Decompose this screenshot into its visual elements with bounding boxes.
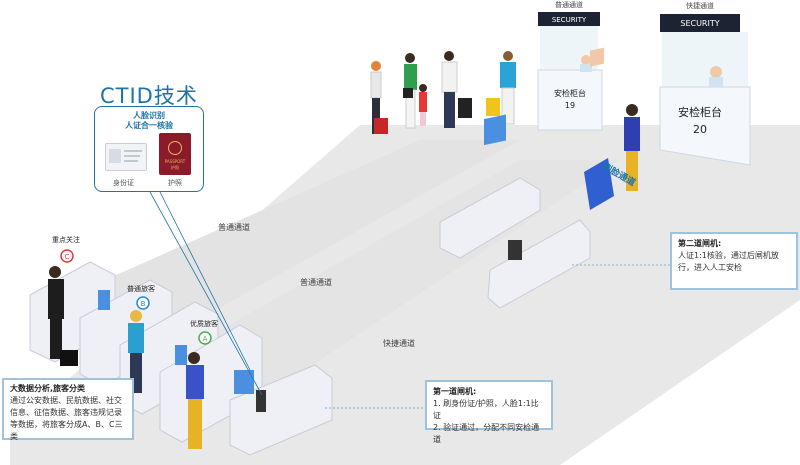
passport-word: PASSPORT <box>164 159 186 164</box>
ctid-card: 人脸识别 人证合一核验 PASSPORT 护照 身份证 护照 <box>94 106 204 192</box>
gate1-info-box: 第一道闸机: 1. 刷身份证/护照，人脸1:1比证 2. 验证通过，分配不同安检… <box>425 380 553 444</box>
gate2-title: 第二道闸机: <box>678 239 722 248</box>
bigdata-body: 通过公安数据、民航数据、社交信息、征信数据、旅客违规记录等数据，将旅客分成A、B… <box>10 396 123 441</box>
gate2-info-box: 第二道闸机: 人证1:1核验，通过后闸机放行，进入人工安检 <box>670 232 798 290</box>
passport-sub: 护照 <box>171 165 179 170</box>
ctid-line-2: 人证合一核验 <box>125 121 173 130</box>
tag-key-label: 重点关注 <box>52 235 80 244</box>
counter-19-name: 安检柜台 <box>554 88 586 98</box>
counter-20-name: 安检柜台 <box>678 105 722 119</box>
tag-normal-label: 普通旅客 <box>127 284 155 293</box>
counter-19-number: 19 <box>565 101 575 110</box>
lane-label-normal-1: 普通通道 <box>218 222 250 232</box>
gate1-line-2: 2. 验证通过，分配不同安检通道 <box>433 423 540 444</box>
passenger-queue <box>370 51 516 134</box>
passenger-vip <box>186 352 204 449</box>
security-counter-19: SECURITY 安检柜台 19 <box>537 12 603 131</box>
ctid-callout-line-2 <box>159 191 251 371</box>
tag-key-badge: C <box>65 253 70 261</box>
gate1-line-1: 1. 刷身份证/护照，人脸1:1比证 <box>433 399 539 420</box>
first-gate-row <box>29 261 333 456</box>
lane-label-normal-2: 普通通道 <box>300 277 332 287</box>
passport-icon: PASSPORT 护照 <box>159 133 191 175</box>
passport-label: 护照 <box>168 179 182 187</box>
tag-normal-badge-circle <box>136 296 150 310</box>
tag-vip-label: 优质旅客 <box>190 319 218 328</box>
security-counter-20: SECURITY 安检柜台 20 <box>659 14 751 166</box>
gate1-title: 第一道闸机: <box>433 387 477 396</box>
passenger-key-attention <box>48 266 78 366</box>
floor-lane-stripe <box>60 140 520 330</box>
counter-20-number: 20 <box>693 123 707 136</box>
counter-20-security-label: SECURITY <box>680 19 719 28</box>
gate2-body: 人证1:1核验，通过后闸机放行，进入人工安检 <box>678 251 779 272</box>
passenger-walking-fast-lane <box>624 104 640 191</box>
tag-normal-badge: B <box>141 300 146 308</box>
id-card-label: 身份证 <box>113 179 134 187</box>
second-gate-row <box>439 114 591 309</box>
bigdata-info-box: 大数据分析,旅客分类 通过公安数据、民航数据、社交信息、征信数据、旅客违规记录等… <box>2 378 134 441</box>
ctid-callout-line-1 <box>149 191 263 396</box>
ctid-title: CTID技术 <box>100 84 198 108</box>
counter-19-lane-label: 普通通道 <box>555 0 583 9</box>
ctid-line-1: 人脸识别 <box>133 111 165 120</box>
tag-vip-badge: A <box>203 335 208 343</box>
bigdata-title: 大数据分析,旅客分类 <box>10 384 86 393</box>
tag-vip-badge-circle <box>198 331 212 345</box>
id-card-icon <box>105 143 147 171</box>
lane-label-fast: 快捷通道 <box>383 338 415 348</box>
tag-key-badge-circle <box>60 249 74 263</box>
counter-19-security-label: SECURITY <box>552 16 587 24</box>
counter-20-lane-label: 快捷通道 <box>686 1 714 10</box>
